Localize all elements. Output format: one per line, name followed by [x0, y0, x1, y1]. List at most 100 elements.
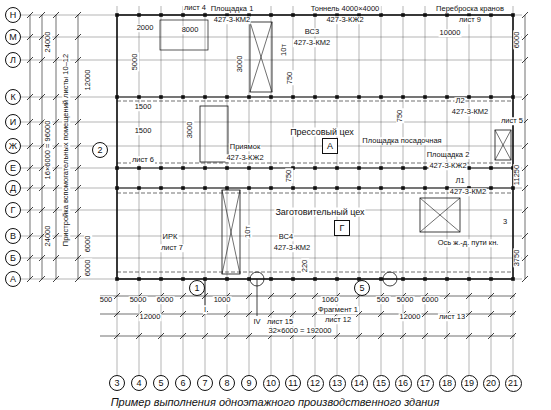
column-mark [357, 186, 361, 190]
drawing-label: 427-3-КМ2 [213, 16, 251, 24]
column-mark [445, 277, 449, 281]
drawing-label: 3000 [186, 121, 194, 140]
dimension-tick [224, 311, 230, 317]
node-text: Д [10, 184, 16, 193]
column-mark [291, 186, 295, 190]
dimension-tick [488, 333, 494, 339]
column-mark [269, 95, 273, 99]
dimension-tick [53, 185, 59, 191]
column-mark [511, 277, 515, 281]
platform-outline [160, 20, 208, 50]
dimension-tick [488, 293, 494, 299]
dimension-line [56, 15, 57, 279]
drawing-label: Прессовый цех [289, 128, 355, 137]
dimension-tick [75, 165, 81, 171]
node-text: 5 [158, 379, 163, 388]
node-text: Н [10, 11, 17, 20]
dimension-tick [466, 293, 472, 299]
drawing-label: 1000 [213, 296, 232, 304]
column-mark [203, 13, 207, 17]
axis-bubble: Б [5, 250, 21, 266]
drawing-label: 3 [502, 218, 508, 226]
drawing-label: 6000 [84, 259, 92, 278]
dimension-tick [510, 311, 516, 317]
column-mark [357, 166, 361, 170]
node-text: 6 [180, 379, 185, 388]
column-mark [445, 13, 449, 17]
dimension-tick [27, 94, 33, 100]
column-mark [511, 95, 515, 99]
dimension-tick [75, 34, 81, 40]
dimension-tick [53, 276, 59, 282]
drawing-label: лист 5 [500, 117, 524, 125]
dimension-tick [75, 185, 81, 191]
column-mark [423, 166, 427, 170]
dimension-tick [39, 207, 45, 213]
dimension-tick [27, 34, 33, 40]
node-text: 21 [508, 379, 518, 388]
column-mark [225, 95, 229, 99]
node-text: 17 [420, 379, 430, 388]
node-text: 10 [266, 379, 276, 388]
dimension-tick [75, 119, 81, 125]
column-mark [401, 186, 405, 190]
column-mark [489, 186, 493, 190]
dimension-tick [522, 207, 528, 213]
column-mark [269, 186, 273, 190]
drawing-label: 10000 [439, 29, 462, 37]
opening-diagonal [495, 130, 511, 160]
column-mark [335, 186, 339, 190]
dimension-tick [53, 143, 59, 149]
building-outline [117, 15, 513, 279]
dimension-tick [444, 333, 450, 339]
dimension-tick [290, 293, 296, 299]
drawing-label: 8000 [181, 26, 200, 34]
dimension-tick [53, 207, 59, 213]
dimension-tick [75, 12, 81, 18]
dimension-tick [378, 333, 384, 339]
dimension-tick [522, 276, 528, 282]
drawing-label: 750 [285, 169, 293, 184]
dimension-tick [268, 293, 274, 299]
dimension-tick [422, 333, 428, 339]
dimension-tick [27, 255, 33, 261]
drawing-label: 24000 [44, 225, 52, 248]
drawing-label: 1500 [134, 103, 153, 111]
node-text: Ж [9, 142, 17, 151]
axis-bubble: 21 [505, 375, 522, 392]
node-text: 1 [194, 284, 199, 293]
node-text: А [10, 275, 16, 284]
dimension-tick [510, 293, 516, 299]
dimension-tick [27, 119, 33, 125]
column-mark [313, 13, 317, 17]
dimension-tick [39, 94, 45, 100]
column-mark [159, 95, 163, 99]
axis-bubble: 20 [483, 375, 500, 392]
dimension-tick [522, 34, 528, 40]
drawing-label: 750 [396, 109, 404, 124]
column-mark [467, 277, 471, 281]
drawing-label: 427-3-КМ2 [273, 244, 311, 252]
node-text: 2 [97, 146, 102, 155]
column-mark [203, 186, 207, 190]
column-mark [423, 95, 427, 99]
drawing-label: 220 [301, 259, 309, 274]
column-mark [401, 95, 405, 99]
drawing-label: лист 12 [324, 316, 352, 324]
axis-bubble: А [5, 271, 21, 287]
dimension-line [78, 15, 79, 279]
axis-bubble: 18 [439, 375, 456, 392]
drawing-label: 12000 [399, 313, 422, 321]
crane-opening [222, 190, 240, 274]
fragment-circle [383, 272, 397, 286]
column-mark [379, 166, 383, 170]
dimension-tick [246, 293, 252, 299]
drawing-label: 750 [286, 71, 294, 86]
grid-axis-line [227, 6, 228, 375]
drawing-label: 10т [280, 43, 288, 57]
column-mark [115, 95, 119, 99]
dimension-tick [53, 12, 59, 18]
node-text: К [10, 93, 15, 102]
node-text: 3 [114, 379, 119, 388]
